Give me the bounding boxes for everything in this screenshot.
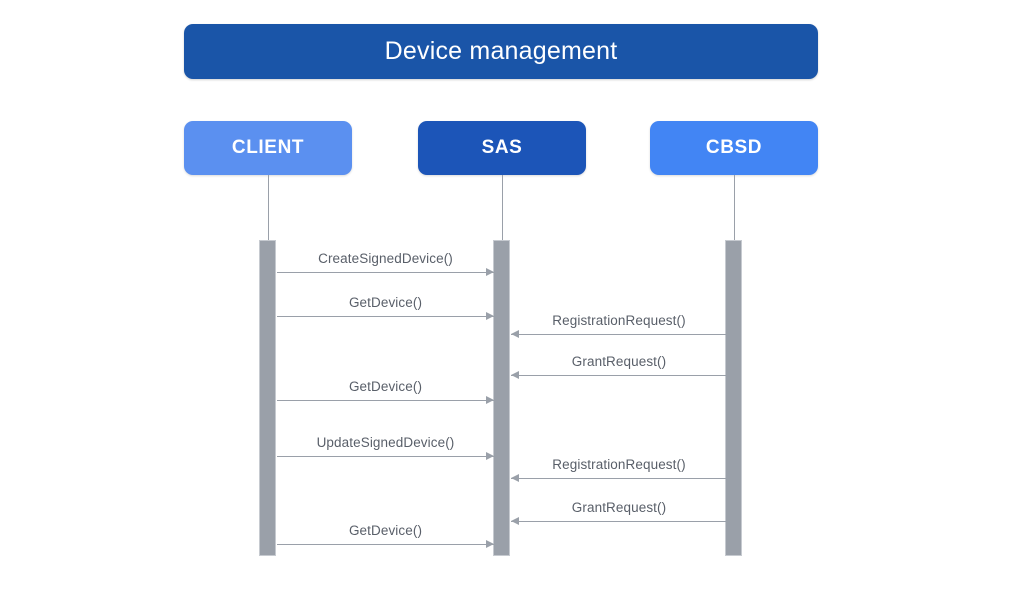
message-label-5: GetDevice() (348, 379, 423, 394)
message-label-8: GrantRequest() (571, 500, 667, 515)
message-arrowhead-left-3 (511, 330, 519, 338)
activation-bar-client (259, 240, 276, 556)
message-line-3 (511, 334, 727, 335)
message-line-9 (277, 544, 494, 545)
message-line-5 (277, 400, 494, 401)
message-line-8 (511, 521, 727, 522)
message-line-7 (511, 478, 727, 479)
actor-label-sas: SAS (481, 137, 523, 158)
actor-box-sas[interactable]: SAS (418, 121, 586, 175)
message-arrowhead-right-5 (486, 396, 494, 404)
message-label-3: RegistrationRequest() (552, 313, 686, 328)
lifeline-sas (502, 175, 503, 240)
actor-label-client: CLIENT (231, 137, 305, 158)
lifeline-client (268, 175, 269, 240)
message-label-4: GrantRequest() (571, 354, 667, 369)
message-line-2 (277, 316, 494, 317)
message-arrowhead-left-8 (511, 517, 519, 525)
message-arrowhead-right-1 (486, 268, 494, 276)
message-arrowhead-left-4 (511, 371, 519, 379)
message-label-2: GetDevice() (348, 295, 423, 310)
message-label-1: CreateSignedDevice() (318, 251, 453, 266)
message-arrowhead-left-7 (511, 474, 519, 482)
message-label-7: RegistrationRequest() (552, 457, 686, 472)
message-label-9: GetDevice() (348, 523, 423, 538)
message-arrowhead-right-2 (486, 312, 494, 320)
message-line-4 (511, 375, 727, 376)
actor-label-cbsd: CBSD (705, 137, 763, 158)
message-line-6 (277, 456, 494, 457)
message-arrowhead-right-6 (486, 452, 494, 460)
message-arrowhead-right-9 (486, 540, 494, 548)
message-line-1 (277, 272, 494, 273)
lifeline-cbsd (734, 175, 735, 240)
actor-box-cbsd[interactable]: CBSD (650, 121, 818, 175)
actor-box-client[interactable]: CLIENT (184, 121, 352, 175)
activation-bar-sas (493, 240, 510, 556)
activation-bar-cbsd (725, 240, 742, 556)
diagram-title-bar: Device management (184, 24, 818, 79)
message-label-6: UpdateSignedDevice() (316, 435, 455, 450)
